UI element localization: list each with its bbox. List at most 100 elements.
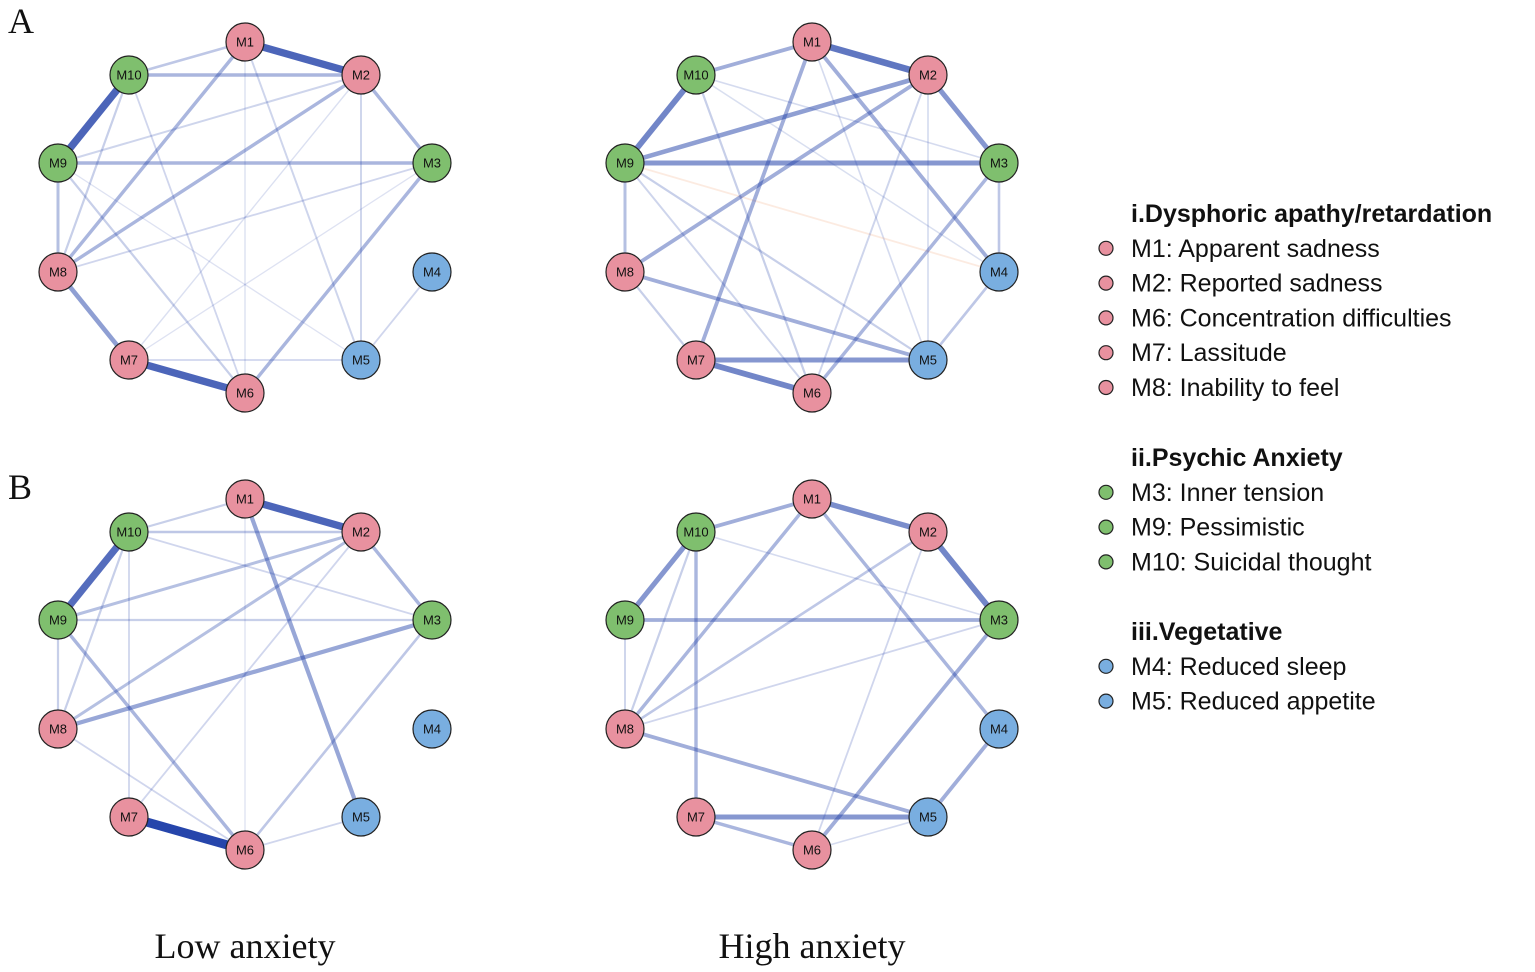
node-label: M8 xyxy=(616,722,634,737)
node-label: M6 xyxy=(236,386,254,401)
node-m10: M10 xyxy=(109,55,149,95)
node-m1: M1 xyxy=(225,22,265,62)
node-m8: M8 xyxy=(605,252,645,292)
edge-m3-m6 xyxy=(810,618,1001,852)
node-label: M6 xyxy=(803,386,821,401)
panel-label-b: B xyxy=(8,467,32,507)
edge-m9-m6 xyxy=(56,618,247,852)
edge-m10-m4 xyxy=(695,74,1000,273)
edge-m2-m9 xyxy=(57,74,362,164)
node-m7: M7 xyxy=(109,797,149,837)
column-label-low-anxiety: Low anxiety xyxy=(155,926,336,966)
legend-item: M8: Inability to feel xyxy=(1131,374,1339,402)
node-circle xyxy=(605,252,645,292)
node-circle xyxy=(38,709,78,749)
edge-m10-m3 xyxy=(695,531,1000,621)
node-circle xyxy=(341,55,381,95)
node-m6: M6 xyxy=(792,373,832,413)
node-m9: M9 xyxy=(605,143,645,183)
node-m3: M3 xyxy=(412,600,452,640)
edge-m2-m8 xyxy=(57,73,362,274)
edge-m7-m6 xyxy=(695,815,813,852)
edge-m10-m8 xyxy=(623,531,698,730)
node-label: M7 xyxy=(120,353,138,368)
node-m2: M2 xyxy=(341,55,381,95)
node-circle xyxy=(412,600,452,640)
edge-m9-m5 xyxy=(624,162,929,361)
node-m2: M2 xyxy=(341,512,381,552)
edge-m1-m10 xyxy=(695,497,813,534)
node-circle xyxy=(341,797,381,837)
node-label: M7 xyxy=(687,810,705,825)
legend-swatch-dysphoric xyxy=(1098,379,1114,396)
node-circle xyxy=(979,709,1019,749)
edge-m1-m8 xyxy=(56,40,247,274)
node-m6: M6 xyxy=(225,830,265,870)
node-m5: M5 xyxy=(341,797,381,837)
node-m3: M3 xyxy=(979,143,1019,183)
edge-m8-m6 xyxy=(57,728,246,851)
edge-m3-m8 xyxy=(57,162,433,273)
node-label: M9 xyxy=(616,613,634,628)
edge-m1-m4 xyxy=(810,40,1001,274)
node-circle xyxy=(109,340,149,380)
node-label: M8 xyxy=(616,265,634,280)
node-label: M8 xyxy=(49,722,67,737)
node-label: M5 xyxy=(919,353,937,368)
legend-item: M3: Inner tension xyxy=(1131,479,1324,507)
node-label: M9 xyxy=(49,156,67,171)
node-m9: M9 xyxy=(38,600,78,640)
node-label: M1 xyxy=(236,35,254,50)
node-label: M10 xyxy=(683,525,708,540)
legend-item: M10: Suicidal thought xyxy=(1131,548,1371,576)
edge-m3-m7 xyxy=(128,162,433,361)
node-label: M5 xyxy=(352,353,370,368)
edge-m2-m7 xyxy=(128,74,362,361)
node-circle xyxy=(979,600,1019,640)
legend-item: M9: Pessimistic xyxy=(1131,514,1305,542)
legend-item: M5: Reduced appetite xyxy=(1131,688,1376,716)
node-m2: M2 xyxy=(908,55,948,95)
node-label: M4 xyxy=(423,265,441,280)
node-m4: M4 xyxy=(979,252,1019,292)
legend-swatch-psychic xyxy=(1098,484,1114,500)
legend-heading-psychic: ii.Psychic Anxiety xyxy=(1131,444,1343,472)
edge-m10-m3 xyxy=(695,74,1000,164)
node-label: M4 xyxy=(990,265,1008,280)
node-m9: M9 xyxy=(605,600,645,640)
node-label: M2 xyxy=(919,68,937,83)
edge-m6-m5 xyxy=(811,816,929,851)
node-circle xyxy=(38,143,78,183)
legend-item: M7: Lassitude xyxy=(1131,339,1287,367)
node-m1: M1 xyxy=(792,479,832,519)
edge-m1-m2 xyxy=(243,495,363,536)
node-circle xyxy=(605,709,645,749)
edge-m9-m4 xyxy=(624,162,1000,273)
edge-m3-m6 xyxy=(243,619,434,851)
edge-m10-m6 xyxy=(694,74,814,394)
node-circle xyxy=(792,22,832,62)
node-m9: M9 xyxy=(38,143,78,183)
edge-m9-m6 xyxy=(57,162,246,394)
node-circle xyxy=(792,373,832,413)
edge-m8-m2 xyxy=(624,530,929,731)
node-circle xyxy=(908,797,948,837)
node-circle xyxy=(38,252,78,292)
edge-m9-m5 xyxy=(57,162,362,361)
node-circle xyxy=(341,340,381,380)
edge-m3-m6 xyxy=(243,161,434,395)
node-label: M2 xyxy=(919,525,937,540)
node-label: M5 xyxy=(352,810,370,825)
edge-m1-m2 xyxy=(243,38,363,79)
edge-m7-m6 xyxy=(127,356,247,397)
edge-m8-m5 xyxy=(624,270,929,362)
edge-m1-m5 xyxy=(243,498,363,818)
edge-m2-m6 xyxy=(811,74,929,394)
node-label: M6 xyxy=(236,843,254,858)
node-circle xyxy=(792,479,832,519)
legend-item: M1: Apparent sadness xyxy=(1131,235,1380,263)
